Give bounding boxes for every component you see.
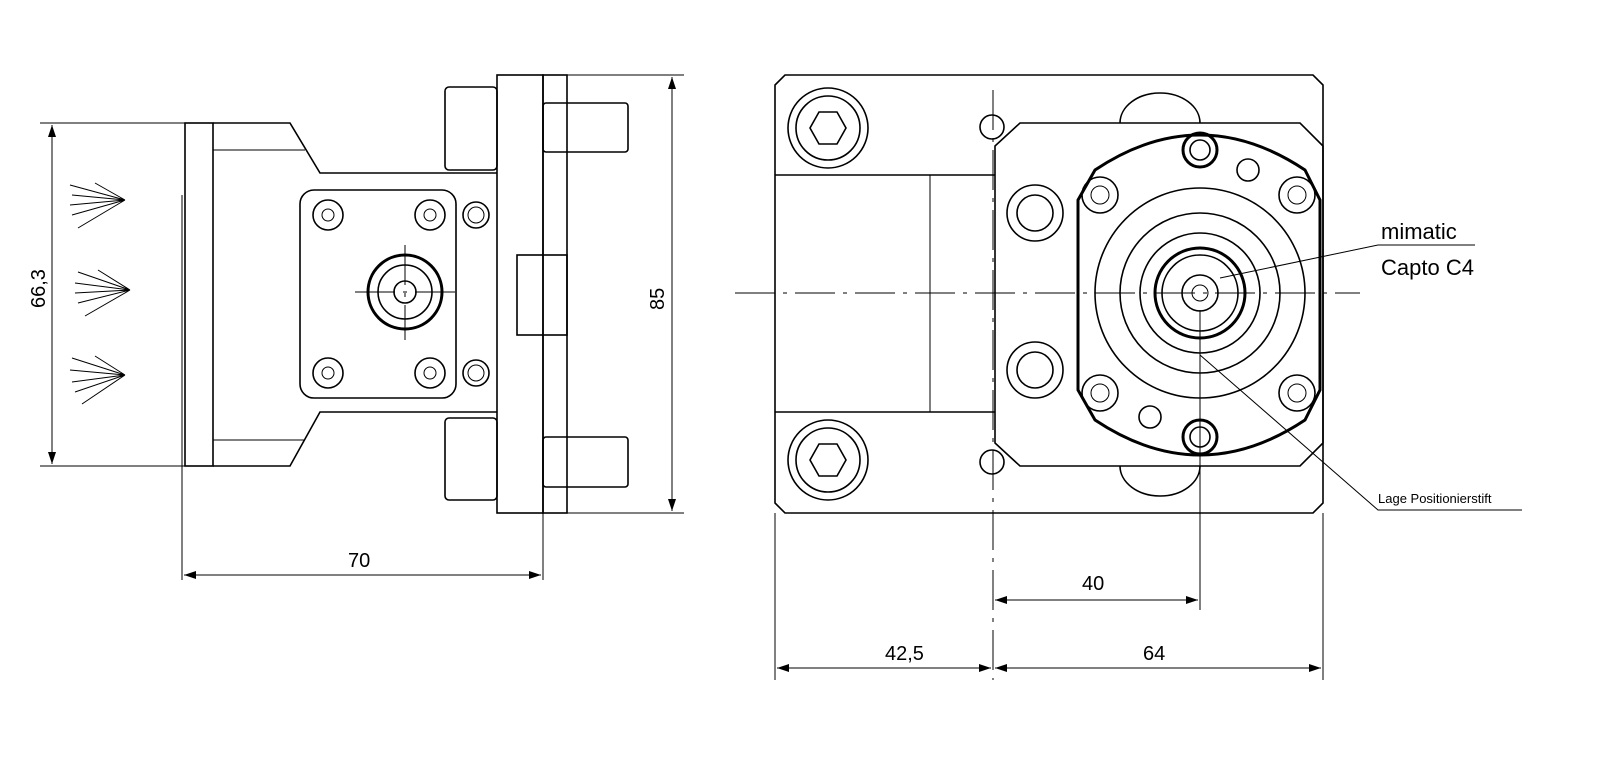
bolt-holes xyxy=(312,199,490,389)
label-positioning-pin: Lage Positionierstift xyxy=(1378,491,1492,506)
label-capto-c4: Capto C4 xyxy=(1381,255,1474,280)
side-view: 66,3 70 85 xyxy=(28,74,684,580)
dim-85: 85 xyxy=(647,288,669,310)
dim-66-3: 66,3 xyxy=(28,269,50,308)
dim-40: 40 xyxy=(1082,573,1104,595)
dim-42-5: 42,5 xyxy=(885,643,924,665)
front-view: 40 42,5 64 mimatic Capto C4 Lage Positio… xyxy=(735,74,1522,680)
dim-64: 64 xyxy=(1143,643,1165,665)
surface-marks xyxy=(69,182,131,405)
label-mimatic: mimatic xyxy=(1381,219,1457,244)
dim-70: 70 xyxy=(348,550,370,572)
